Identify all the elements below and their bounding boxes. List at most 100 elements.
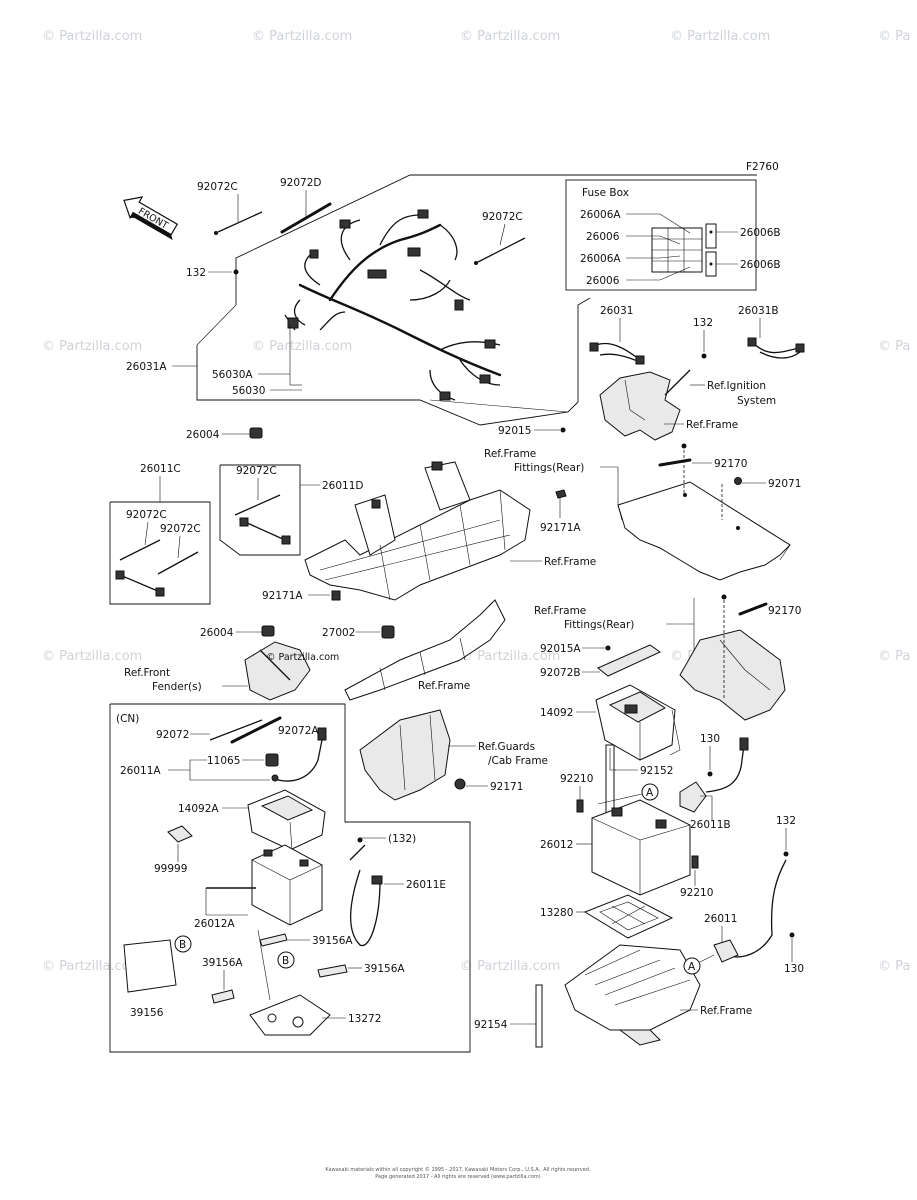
frame-bracket-top-right xyxy=(599,369,691,441)
clip-92171 xyxy=(454,778,466,790)
part-label-92171[interactable]: 92171 xyxy=(490,781,523,793)
part-label-13272[interactable]: 13272 xyxy=(348,1013,381,1025)
part-label-92072C-c[interactable]: 92072C xyxy=(126,509,167,521)
part-label-92015[interactable]: 92015 xyxy=(498,425,531,437)
part-label-11065[interactable]: 11065 xyxy=(207,755,240,767)
part-label-92170[interactable]: 92170 xyxy=(714,458,747,470)
part-label-130-b[interactable]: 130 xyxy=(784,963,804,975)
part-label-56030[interactable]: 56030 xyxy=(232,385,265,397)
footer-copyright: Kawasaki materials within all copyright … xyxy=(325,1166,591,1173)
ref-guards-label[interactable]: Ref.Guards xyxy=(478,741,535,753)
harness-callout-line xyxy=(196,345,579,426)
rear-fittings-panel xyxy=(617,481,791,581)
ref-fittings-rear-label[interactable]: Ref.Frame xyxy=(484,448,536,460)
part-label-92015A[interactable]: 92015A xyxy=(540,643,581,655)
label-card-39156 xyxy=(123,939,177,993)
part-label-26011A[interactable]: 26011A xyxy=(120,765,161,777)
part-label-14092[interactable]: 14092 xyxy=(540,707,573,719)
watermark-center: © Partzilla.com xyxy=(266,652,339,663)
ref-frame-label-c[interactable]: Ref.Frame xyxy=(418,680,470,692)
kit-box-26011D xyxy=(219,464,301,556)
bolt-92154 xyxy=(535,984,543,1048)
part-label-92072B[interactable]: 92072B xyxy=(540,667,581,679)
part-label-92152[interactable]: 92152 xyxy=(640,765,673,777)
part-label-92072C-e[interactable]: 92072C xyxy=(236,465,277,477)
part-label-26004[interactable]: 26004 xyxy=(186,429,220,441)
ref-frame-label-b[interactable]: Ref.Frame xyxy=(544,556,596,568)
part-label-26011D[interactable]: 26011D xyxy=(322,480,364,492)
part-label-132-paren[interactable]: (132) xyxy=(388,833,416,845)
ref-frame-label-d[interactable]: Ref.Frame xyxy=(700,1005,752,1017)
ref-guards-label-2: /Cab Frame xyxy=(488,755,548,767)
fuse-label-26006A[interactable]: 26006A xyxy=(580,209,621,221)
ref-fittings-rear-label-b2: Fittings(Rear) xyxy=(564,619,634,631)
part-label-130[interactable]: 130 xyxy=(700,733,720,745)
part-label-26012[interactable]: 26012 xyxy=(540,839,573,851)
part-label-132-b[interactable]: 132 xyxy=(693,317,713,329)
part-label-92071[interactable]: 92071 xyxy=(768,478,801,490)
part-label-39156[interactable]: 39156 xyxy=(130,1007,164,1019)
sub-harness-26031B xyxy=(747,337,805,359)
part-label-92072C-d[interactable]: 92072C xyxy=(160,523,201,535)
main-wire-harness xyxy=(284,209,502,401)
part-label-39156A-b[interactable]: 39156A xyxy=(202,957,243,969)
part-label-92171A-b[interactable]: 92171A xyxy=(262,590,303,602)
callout-a: A xyxy=(646,787,654,799)
ref-ignition-system[interactable]: Ref.Ignition xyxy=(707,380,766,392)
part-label-26031[interactable]: 26031 xyxy=(600,305,633,317)
part-label-26011E[interactable]: 26011E xyxy=(406,879,446,891)
part-label-132[interactable]: 132 xyxy=(186,267,206,279)
callout-a-circle-2 xyxy=(683,957,701,975)
part-label-92072D[interactable]: 92072D xyxy=(280,177,322,189)
callout-b-circle xyxy=(174,935,192,953)
ref-fittings-rear-label-b[interactable]: Ref.Frame xyxy=(534,605,586,617)
fuse-label-26006B-b[interactable]: 26006B xyxy=(740,259,781,271)
strap-92072B xyxy=(597,644,661,677)
part-label-92072A[interactable]: 92072A xyxy=(278,725,319,737)
part-label-39156A-c[interactable]: 39156A xyxy=(364,963,405,975)
part-label-27002[interactable]: 27002 xyxy=(322,627,355,639)
ref-ignition-system-2: System xyxy=(737,395,776,407)
part-label-26011C[interactable]: 26011C xyxy=(140,463,181,475)
part-label-92154[interactable]: 92154 xyxy=(474,1019,508,1031)
guards-cab-frame xyxy=(359,709,451,801)
ref-frame-label[interactable]: Ref.Frame xyxy=(686,419,738,431)
footer-generated: Page generated 2017 - All rights are res… xyxy=(375,1174,541,1180)
terminal-cover-26011B xyxy=(679,737,749,813)
watermark: © Partzilla.com xyxy=(42,959,142,974)
fuse-label-26006-b[interactable]: 26006 xyxy=(586,275,620,287)
part-label-99999[interactable]: 99999 xyxy=(154,863,187,875)
ref-front-fender-label[interactable]: Ref.Front xyxy=(124,667,170,679)
part-label-92210[interactable]: 92210 xyxy=(560,773,593,785)
part-label-26004-b[interactable]: 26004 xyxy=(200,627,234,639)
part-label-92210-b[interactable]: 92210 xyxy=(680,887,713,899)
part-label-92171A[interactable]: 92171A xyxy=(540,522,581,534)
part-label-26031B[interactable]: 26031B xyxy=(738,305,779,317)
part-label-26031A[interactable]: 26031A xyxy=(126,361,167,373)
part-label-92170-b[interactable]: 92170 xyxy=(768,605,801,617)
part-label-132-c[interactable]: 132 xyxy=(776,815,796,827)
watermark: © Partzilla.com xyxy=(42,339,142,354)
callout-b-2: B xyxy=(282,955,289,967)
battery-mount-frame xyxy=(564,944,701,1046)
fuse-label-26006[interactable]: 26006 xyxy=(586,231,620,243)
part-label-14092A[interactable]: 14092A xyxy=(178,803,219,815)
part-label-39156A[interactable]: 39156A xyxy=(312,935,353,947)
fuse-label-26006B[interactable]: 26006B xyxy=(740,227,781,239)
bracket-13272 xyxy=(249,994,331,1036)
part-label-26011[interactable]: 26011 xyxy=(704,913,737,925)
part-label-92072C[interactable]: 92072C xyxy=(197,181,238,193)
part-label-13280[interactable]: 13280 xyxy=(540,907,573,919)
part-label-92072[interactable]: 92072 xyxy=(156,729,189,741)
part-label-26012A[interactable]: 26012A xyxy=(194,918,235,930)
callout-b-circle-2 xyxy=(277,951,295,969)
cn-kit-box xyxy=(109,703,471,1053)
part-label-26011B[interactable]: 26011B xyxy=(690,819,731,831)
part-label-56030A[interactable]: 56030A xyxy=(212,369,253,381)
tie-strap-92072C-b xyxy=(474,237,526,265)
part-label-92072C-b[interactable]: 92072C xyxy=(482,211,523,223)
rear-fittings-panel-b xyxy=(679,629,786,721)
sub-harness-box xyxy=(577,297,591,402)
fuse-label-26006A-b[interactable]: 26006A xyxy=(580,253,621,265)
